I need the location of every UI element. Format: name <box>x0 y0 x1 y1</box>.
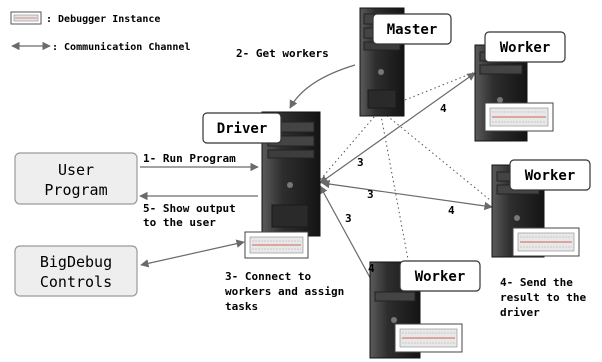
step-run-program: 1- Run Program <box>143 152 236 165</box>
user-program-line2: Program <box>44 181 107 199</box>
worker-right-label-box: Worker <box>509 159 591 191</box>
driver-debugger-instance <box>244 231 309 259</box>
step-send-line1: 4- Send the <box>500 276 573 289</box>
legend-debugger-instance-label: : Debugger Instance <box>46 14 160 25</box>
master-label-box: Master <box>372 13 452 45</box>
worker-bottom-label-box: Worker <box>399 260 481 292</box>
step-send-line3: driver <box>500 306 540 319</box>
driver-label: Driver <box>217 121 268 137</box>
bigdebug-line2: Controls <box>40 273 112 291</box>
step-connect-line3: tasks <box>225 300 258 313</box>
edge-label-4-bottom: 4 <box>368 262 375 275</box>
edge-label-3-top: 3 <box>357 156 364 169</box>
step-get-workers: 2- Get workers <box>236 47 329 60</box>
edge-label-4-top: 4 <box>440 102 447 115</box>
bigdebug-controls-box: BigDebug Controls <box>14 245 138 297</box>
user-program-line1: User <box>58 161 94 179</box>
channel-driver-worker-top <box>319 72 476 184</box>
worker-bottom-debugger-instance <box>394 323 463 353</box>
debugger-instance-legend-icon <box>10 11 42 25</box>
bigdebug-line1: BigDebug <box>40 253 112 271</box>
master-label: Master <box>387 22 438 38</box>
user-program-box: User Program <box>14 152 138 205</box>
legend-communication-channel-label: : Communication Channel <box>52 41 190 53</box>
step-show-output-line2: to the user <box>143 216 216 229</box>
master-links <box>319 69 491 271</box>
edge-label-3-bottom: 3 <box>345 212 352 225</box>
bigdebug-channel <box>140 239 245 268</box>
worker-top-label: Worker <box>500 40 551 56</box>
worker-top-debugger-instance <box>484 102 554 132</box>
legend: : Debugger Instance : Communication Chan… <box>10 11 190 53</box>
step-connect-line1: 3- Connect to <box>225 270 311 283</box>
driver-label-box: Driver <box>202 112 282 144</box>
step-show-output-line1: 5- Show output <box>143 202 236 215</box>
worker-bottom-label: Worker <box>415 269 466 285</box>
worker-right-label: Worker <box>525 168 576 184</box>
step-connect-line2: workers and assign <box>225 285 344 298</box>
get-workers-arrow <box>289 64 356 109</box>
channel-driver-worker-right <box>321 179 493 211</box>
step-send-line2: result to the <box>500 291 586 304</box>
edge-label-3-middle: 3 <box>367 188 374 201</box>
edge-label-4-right: 4 <box>448 204 455 217</box>
worker-right-debugger-instance <box>512 227 580 257</box>
worker-top-label-box: Worker <box>484 31 566 63</box>
